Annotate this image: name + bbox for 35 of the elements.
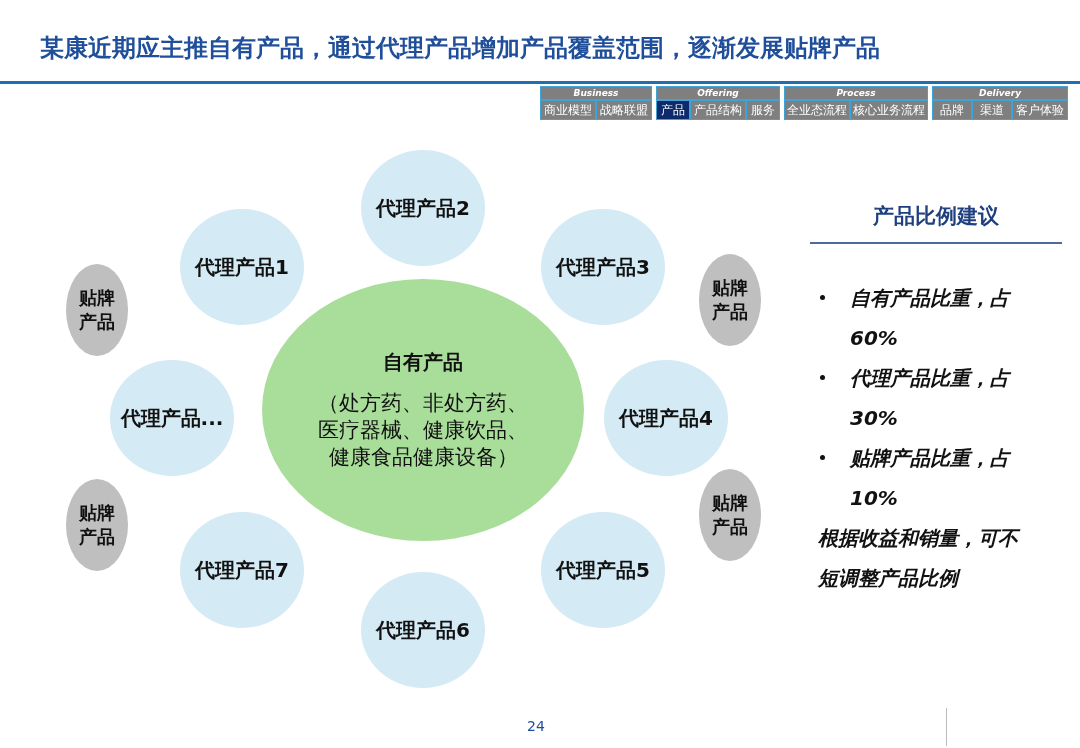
node-title: 代理产品4 — [619, 404, 713, 432]
node-title: 代理产品6 — [376, 616, 470, 644]
bullet-text: 贴牌产品比重，占 10% — [850, 445, 1013, 512]
node-title: 代理产品2 — [376, 194, 470, 222]
node-title: 贴牌产品 — [711, 491, 749, 539]
tab: 产品结构 — [690, 100, 746, 120]
node-title: 代理产品... — [120, 404, 224, 432]
node-title: 贴牌产品 — [78, 501, 116, 549]
node-title: 代理产品3 — [556, 253, 650, 281]
tab: 客户体验 — [1012, 100, 1068, 120]
tab-header: Offering — [656, 86, 780, 100]
title: 某康近期应主推自有产品，通过代理产品增加产品覆盖范围，逐渐发展贴牌产品 — [40, 33, 881, 64]
node-title: 贴牌产品 — [711, 276, 749, 324]
bullet-text: 自有产品比重，占 60% — [850, 285, 1013, 352]
tab: 全业态流程 — [784, 100, 850, 120]
node-description: （处方药、非处方药、医疗器械、健康饮品、健康食品健康设备） — [317, 390, 529, 471]
panel-heading: 产品比例建议 — [872, 203, 1000, 230]
tab-header: Process — [784, 86, 928, 100]
tab: 品牌 — [932, 100, 972, 120]
node-title: 贴牌产品 — [78, 286, 116, 334]
node-title: 代理产品5 — [556, 556, 650, 584]
bullet-text: 代理产品比重，占 30% — [850, 365, 1013, 432]
tab: 服务 — [746, 100, 780, 120]
node-title: 代理产品1 — [195, 253, 289, 281]
tab: 战略联盟 — [596, 100, 652, 120]
page-number: 24 — [526, 718, 546, 736]
tab: 渠道 — [972, 100, 1012, 120]
note-text: 根据收益和销量，可不短调整产品比例 — [818, 518, 1032, 598]
node-title: 自有产品 — [383, 349, 463, 376]
node-title: 代理产品7 — [195, 556, 289, 584]
tab: 商业模型 — [540, 100, 596, 120]
tab-header: Business — [540, 86, 652, 100]
tab: 产品 — [656, 100, 690, 120]
tab: 核心业务流程 — [850, 100, 928, 120]
tab-header: Delivery — [932, 86, 1068, 100]
